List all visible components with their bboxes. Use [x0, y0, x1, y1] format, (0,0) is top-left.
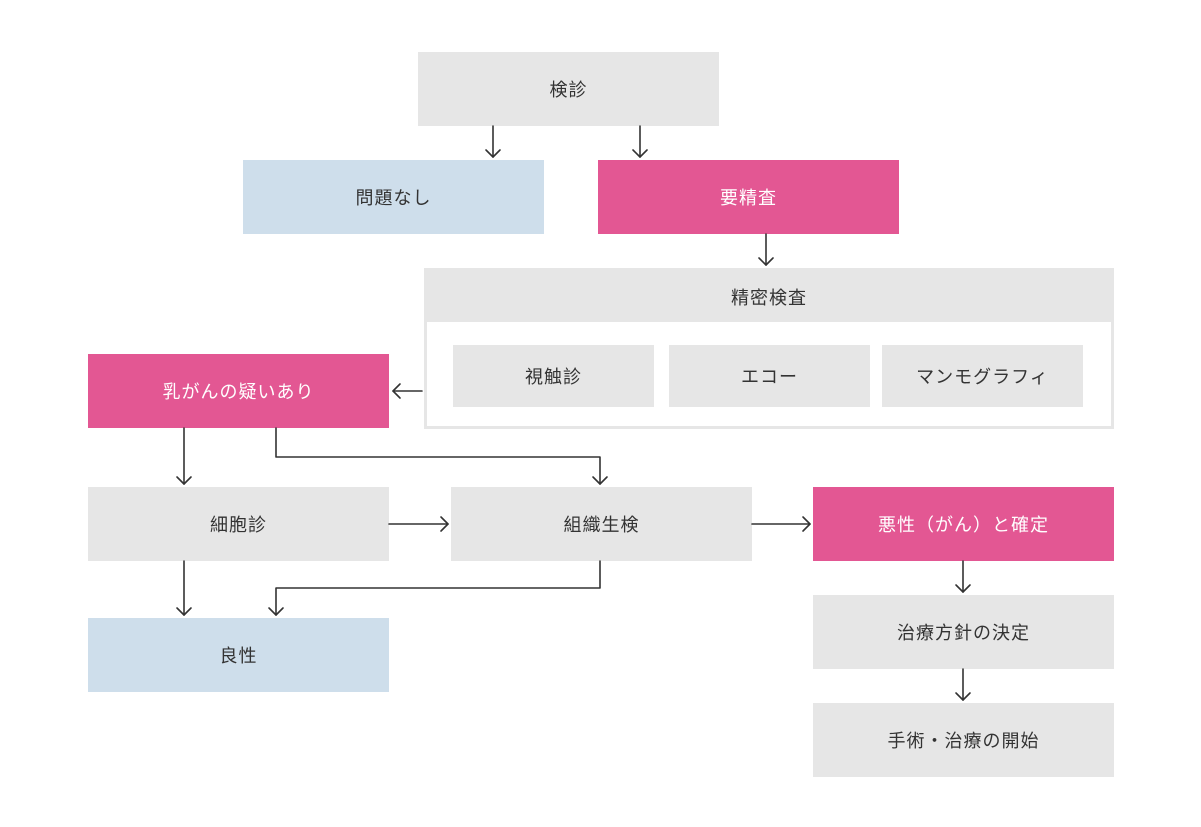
node-malignant-confirmed: 悪性（がん）と確定: [813, 487, 1114, 561]
node-checkup: 検診: [418, 52, 719, 126]
arrow-needs-exam-to-detailed-exam: [758, 233, 774, 266]
node-treatment-policy: 治療方針の決定: [813, 595, 1114, 669]
arrow-detailed-exam-to-suspected: [392, 383, 423, 399]
arrow-cytology-to-biopsy: [388, 516, 449, 532]
exam-item-mammography: マンモグラフィ: [882, 345, 1083, 407]
node-suspected-cancer: 乳がんの疑いあり: [88, 354, 389, 428]
node-needs-exam: 要精査: [598, 160, 899, 234]
arrow-malignant-to-treatment-policy: [955, 560, 971, 593]
node-benign: 良性: [88, 618, 389, 692]
arrow-cytology-to-benign: [176, 560, 192, 616]
arrow-biopsy-to-benign: [268, 560, 601, 616]
arrow-suspected-to-cytology: [176, 427, 192, 485]
arrow-biopsy-to-malignant: [751, 516, 811, 532]
node-cytology: 細胞診: [88, 487, 389, 561]
exam-item-palpation: 視触診: [453, 345, 654, 407]
detailed-exam-title: 精密検査: [427, 271, 1111, 322]
node-surgery-start: 手術・治療の開始: [813, 703, 1114, 777]
arrow-checkup-to-no-problem: [485, 125, 501, 158]
node-no-problem: 問題なし: [243, 160, 544, 234]
exam-item-ultrasound: エコー: [669, 345, 870, 407]
arrow-checkup-to-needs-exam: [632, 125, 648, 158]
arrow-treatment-policy-to-surgery: [955, 668, 971, 701]
arrow-suspected-to-biopsy: [275, 427, 608, 485]
node-biopsy: 組織生検: [451, 487, 752, 561]
detailed-exam-group: 精密検査 視触診 エコー マンモグラフィ: [424, 268, 1114, 429]
